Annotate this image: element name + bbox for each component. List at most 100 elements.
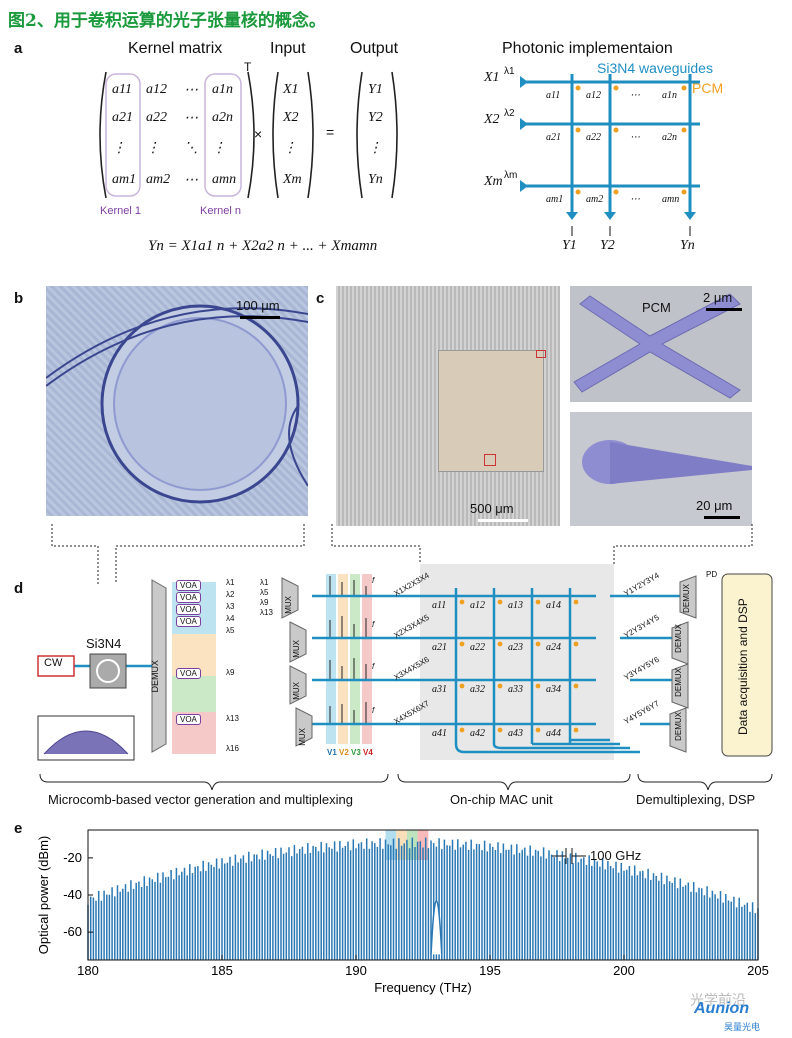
scale-c-bottom-text: 20 μm — [696, 498, 733, 513]
photonic-weight-cell: am1 — [546, 194, 564, 205]
demux-right-label: DEMUX — [674, 624, 683, 653]
photonic-weight-cell: ⋯ — [630, 194, 640, 205]
mac-weight-cell: a42 — [470, 728, 485, 739]
voa-attenuator: VOA — [176, 616, 201, 627]
vector-label: V2 — [339, 748, 349, 757]
highlight-band — [385, 830, 397, 860]
waveguides-label: Si3N4 waveguides — [597, 60, 713, 76]
demux-right-label: DEMUX — [674, 712, 683, 741]
photonic-weight-cell: a12 — [586, 90, 601, 101]
x-tick-label: 180 — [77, 963, 99, 978]
section-mac-unit: On-chip MAC unit — [450, 792, 553, 807]
mux-label: MUX — [292, 682, 301, 700]
demux-wavelength-label: λ5 — [226, 626, 235, 635]
matrix-cell: am1 — [112, 172, 137, 187]
pump-peak — [430, 900, 443, 955]
x-tick-label: 200 — [613, 963, 635, 978]
photonic-output-label: Y1 — [562, 238, 577, 253]
vector-label: V1 — [327, 748, 337, 757]
matrix-cell: a12 — [146, 82, 167, 97]
output-element: Yn — [368, 172, 383, 187]
mac-weight-cell: a31 — [432, 684, 447, 695]
photonic-weight-cell: a22 — [586, 132, 601, 143]
x-axis-label: Frequency (THz) — [374, 980, 472, 995]
y-tick-label: -60 — [63, 924, 82, 939]
section-demux-dsp: Demultiplexing, DSP — [636, 792, 756, 807]
times-sign: × — [254, 126, 263, 142]
mac-weight-cell: a14 — [546, 600, 561, 611]
x-tick-label: 205 — [747, 963, 769, 978]
scale-bar-c-bottom — [704, 516, 740, 519]
kernel-n-label: Kernel n — [200, 205, 241, 217]
ring-resonator-micrograph — [46, 286, 308, 516]
chip-micrograph — [336, 286, 560, 526]
mac-weight-cell: a13 — [508, 600, 523, 611]
daq-label: Data acquisition and DSP — [736, 598, 750, 736]
freq-axis-f: f — [372, 706, 375, 715]
highlight-band — [417, 830, 429, 860]
cw-label: CW — [44, 657, 63, 669]
panel-c-label: c — [316, 290, 325, 307]
matrix-cell: ⋱ — [184, 141, 198, 156]
x-tick-label: 190 — [345, 963, 367, 978]
demux-wavelength-label: λ3 — [226, 602, 235, 611]
brand-subtitle: 昊量光电 — [724, 1022, 761, 1032]
photonic-header: Photonic implementaion — [502, 40, 673, 57]
mux-wavelength-label: λ1 — [260, 578, 269, 587]
matrix-cell: ⋯ — [184, 111, 198, 126]
freq-axis-f: f — [372, 662, 375, 671]
chip-zoom-box-2 — [484, 454, 496, 466]
photonic-input-label: Xm — [484, 174, 503, 189]
scale-bar-c — [478, 519, 528, 522]
pd-label: PD — [706, 570, 718, 579]
photonic-weight-cell: a11 — [546, 90, 561, 101]
section-vector-generation: Microcomb-based vector generation and mu… — [48, 792, 353, 807]
vector-label: V3 — [351, 748, 361, 757]
voa-attenuator: VOA — [176, 714, 201, 725]
voa-attenuator: VOA — [176, 668, 201, 679]
y-axis-label: Optical power (dBm) — [36, 836, 51, 954]
photonic-output-label: Yn — [680, 238, 695, 253]
mac-weight-cell: a23 — [508, 642, 523, 653]
mux-wavelength-label: λ5 — [260, 588, 269, 597]
demux-right-label: DEMUX — [682, 584, 691, 613]
panel-d-label: d — [14, 580, 24, 597]
matrix-cell: ⋮ — [112, 141, 126, 156]
scale-bar-b — [240, 316, 280, 319]
photonic-output-label: Y2 — [600, 238, 615, 253]
freq-axis-f: f — [372, 620, 375, 629]
output-element: Y2 — [368, 110, 383, 125]
demux-wavelength-label: λ4 — [226, 614, 235, 623]
demux-wavelength-label: λ13 — [226, 714, 239, 723]
photonic-weight-cell: ⋯ — [630, 90, 640, 101]
demux-wavelength-label: λ9 — [226, 668, 235, 677]
input-element: ⋮ — [283, 141, 297, 156]
wavelength-label: λ2 — [504, 108, 515, 119]
pcm-sem-label: PCM — [642, 300, 671, 315]
highlight-band — [396, 830, 407, 860]
mux-label: MUX — [292, 640, 301, 658]
mux-wavelength-label: λ13 — [260, 608, 273, 617]
demux-left-label: DEMUX — [150, 660, 160, 693]
scale-c-text: 500 μm — [470, 501, 514, 516]
freq-axis-f: f — [372, 576, 375, 585]
matrix-cell: ⋮ — [146, 141, 160, 156]
equals-sign: = — [326, 124, 335, 140]
matrix-cell: ⋯ — [184, 173, 198, 188]
output-element: ⋮ — [368, 141, 382, 156]
scale-b-text: 100 μm — [236, 298, 280, 313]
matrix-cell: a11 — [112, 82, 132, 97]
photonic-weight-cell: ⋯ — [630, 132, 640, 143]
output-equation: Yn = X1a1 n + X2a2 n + ... + Xmamn — [148, 238, 378, 254]
photonic-input-label: X2 — [484, 112, 500, 127]
mac-weight-cell: a24 — [546, 642, 561, 653]
matrix-cell: a21 — [112, 110, 133, 125]
mac-weight-cell: a11 — [432, 600, 447, 611]
si3n4-label: Si3N4 — [86, 636, 122, 651]
matrix-cell: ⋯ — [184, 83, 198, 98]
comb-spectrum-lines — [87, 837, 759, 960]
vector-label: V4 — [363, 748, 373, 757]
pcm-label: PCM — [692, 80, 724, 96]
demux-wavelength-label: λ1 — [226, 578, 235, 587]
